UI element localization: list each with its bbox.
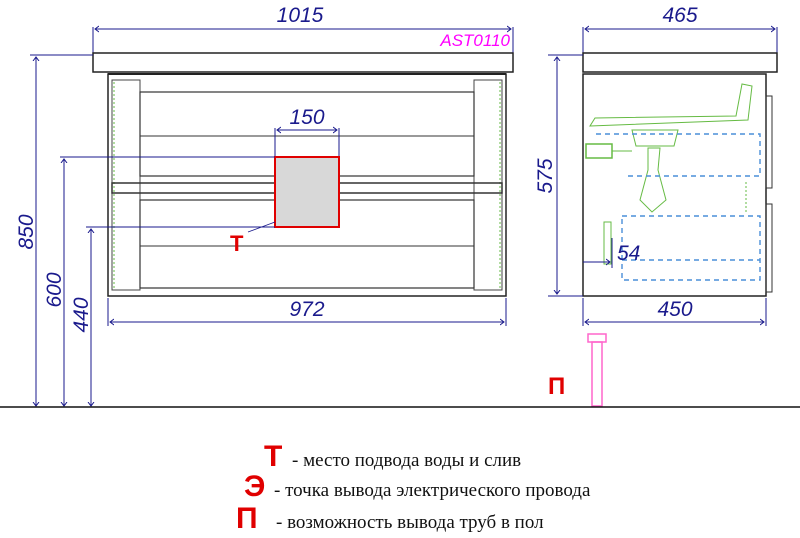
floor-pipe-cap bbox=[587, 333, 607, 343]
dim-height-cabinet: 575 bbox=[534, 158, 557, 193]
side-countertop bbox=[582, 52, 778, 73]
legend-text-t: - место подвода воды и слив bbox=[292, 450, 521, 471]
dim-opening-width: 150 bbox=[289, 106, 324, 129]
basin-outline bbox=[589, 83, 753, 127]
legend-item-p: П - возможность вывода труб в пол bbox=[236, 502, 544, 535]
dim-pipe-offset: 54 bbox=[617, 242, 640, 265]
siphon bbox=[639, 147, 667, 213]
mark-p: П bbox=[548, 373, 565, 400]
side-upper-drawer-front bbox=[765, 95, 773, 189]
side-view: 465 54 575 450 bbox=[534, 4, 778, 407]
lower-drawer-dashed bbox=[621, 215, 761, 281]
dim-height-outlet: 600 bbox=[43, 272, 66, 307]
side-body bbox=[582, 73, 767, 297]
dim-height-bottom: 440 bbox=[70, 297, 93, 332]
dim-inner-width: 972 bbox=[289, 298, 324, 321]
dim-height-total: 850 bbox=[15, 214, 38, 249]
front-view: 1015 AST0110 150 Т 972 bbox=[15, 4, 514, 406]
legend-item-e: Э - точка вывода электрического провода bbox=[244, 470, 591, 503]
side-lower-drawer-front bbox=[765, 203, 773, 293]
dim-width-total: 1015 bbox=[277, 4, 324, 27]
model-label: AST0110 bbox=[439, 31, 510, 50]
legend: Т - место подвода воды и слив Э - точка … bbox=[236, 440, 591, 535]
legend-symbol-e: Э bbox=[244, 470, 265, 503]
countertop bbox=[92, 52, 514, 73]
dim-depth-base: 450 bbox=[657, 298, 692, 321]
floor-pipe bbox=[591, 341, 603, 407]
mark-t: Т bbox=[230, 231, 244, 256]
legend-item-t: Т - место подвода воды и слив bbox=[264, 440, 521, 473]
legend-text-e: - точка вывода электрического провода bbox=[274, 480, 591, 501]
upper-drawer-dashed bbox=[596, 133, 761, 177]
service-opening bbox=[274, 156, 340, 228]
legend-text-p: - возможность вывода труб в пол bbox=[276, 512, 544, 533]
legend-symbol-t: Т bbox=[264, 440, 282, 473]
dim-depth-total: 465 bbox=[662, 4, 697, 27]
legend-symbol-p: П bbox=[236, 502, 258, 535]
